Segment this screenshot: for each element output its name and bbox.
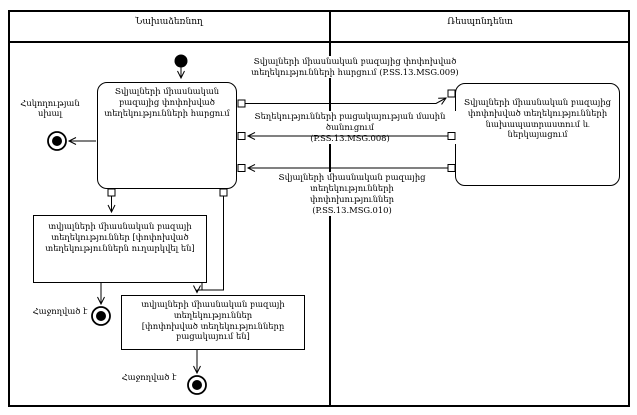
message-label-msg010-text: Տվյալների միասնական բազայից տեղեկություն… bbox=[278, 172, 426, 204]
message-label-msg008-code: (P.SS.13.MSG.008) bbox=[310, 132, 390, 143]
message-label-msg010: Տվյալների միասնական բազայից տեղեկություն… bbox=[267, 172, 437, 216]
action-node-request: Տվյալների միասնական բազայից փոփոխված տեղ… bbox=[97, 82, 237, 189]
message-label-msg008-text: Տեղեկությունների բացակայության մասին ծան… bbox=[254, 111, 446, 132]
action-node-request-label: Տվյալների միասնական բազայից փոփոխված տեղ… bbox=[104, 86, 230, 118]
object-node-info-absent: տվյալների միասնական բազայի տեղեկությունն… bbox=[121, 295, 305, 350]
action-node-prepare: Տվյալների միասնական բազայից փոփոխված տեղ… bbox=[455, 83, 620, 186]
message-label-msg010-code: (P.SS.13.MSG.010) bbox=[312, 204, 392, 215]
succeeded-label-absent: Հաջողված է bbox=[118, 372, 180, 383]
lane-header-respondent: Ռեսպոնդենտ bbox=[447, 17, 513, 27]
object-node-info-absent-title: տվյալների միասնական բազայի տեղեկությունն… bbox=[141, 299, 285, 320]
message-label-msg009-text: Տվյալների միասնական բազայից փոփոխված տեղ… bbox=[251, 56, 459, 77]
lane-header-initiator: Նախաձեռնող bbox=[135, 17, 203, 27]
swimlane-frame bbox=[8, 10, 630, 407]
action-node-prepare-label: Տվյալների միասնական բազայից փոփոխված տեղ… bbox=[463, 97, 612, 140]
object-node-info-sent-label: տվյալների միասնական բազայի տեղեկությունն… bbox=[45, 221, 195, 253]
succeeded-label-sent: Հաջողված է bbox=[30, 306, 90, 317]
control-error-label: Հսկողության սխալ bbox=[10, 98, 90, 119]
swimlane-header-row bbox=[8, 10, 630, 43]
message-label-msg008: Տեղեկությունների բացակայության մասին ծան… bbox=[238, 111, 462, 144]
object-node-info-absent-state: [փոփոխված տեղեկությունները բացակայում են… bbox=[141, 320, 285, 342]
message-label-msg009: Տվյալների միասնական բազայից փոփոխված տեղ… bbox=[250, 56, 460, 78]
object-node-info-sent: տվյալների միասնական բազայի տեղեկությունն… bbox=[33, 215, 207, 283]
